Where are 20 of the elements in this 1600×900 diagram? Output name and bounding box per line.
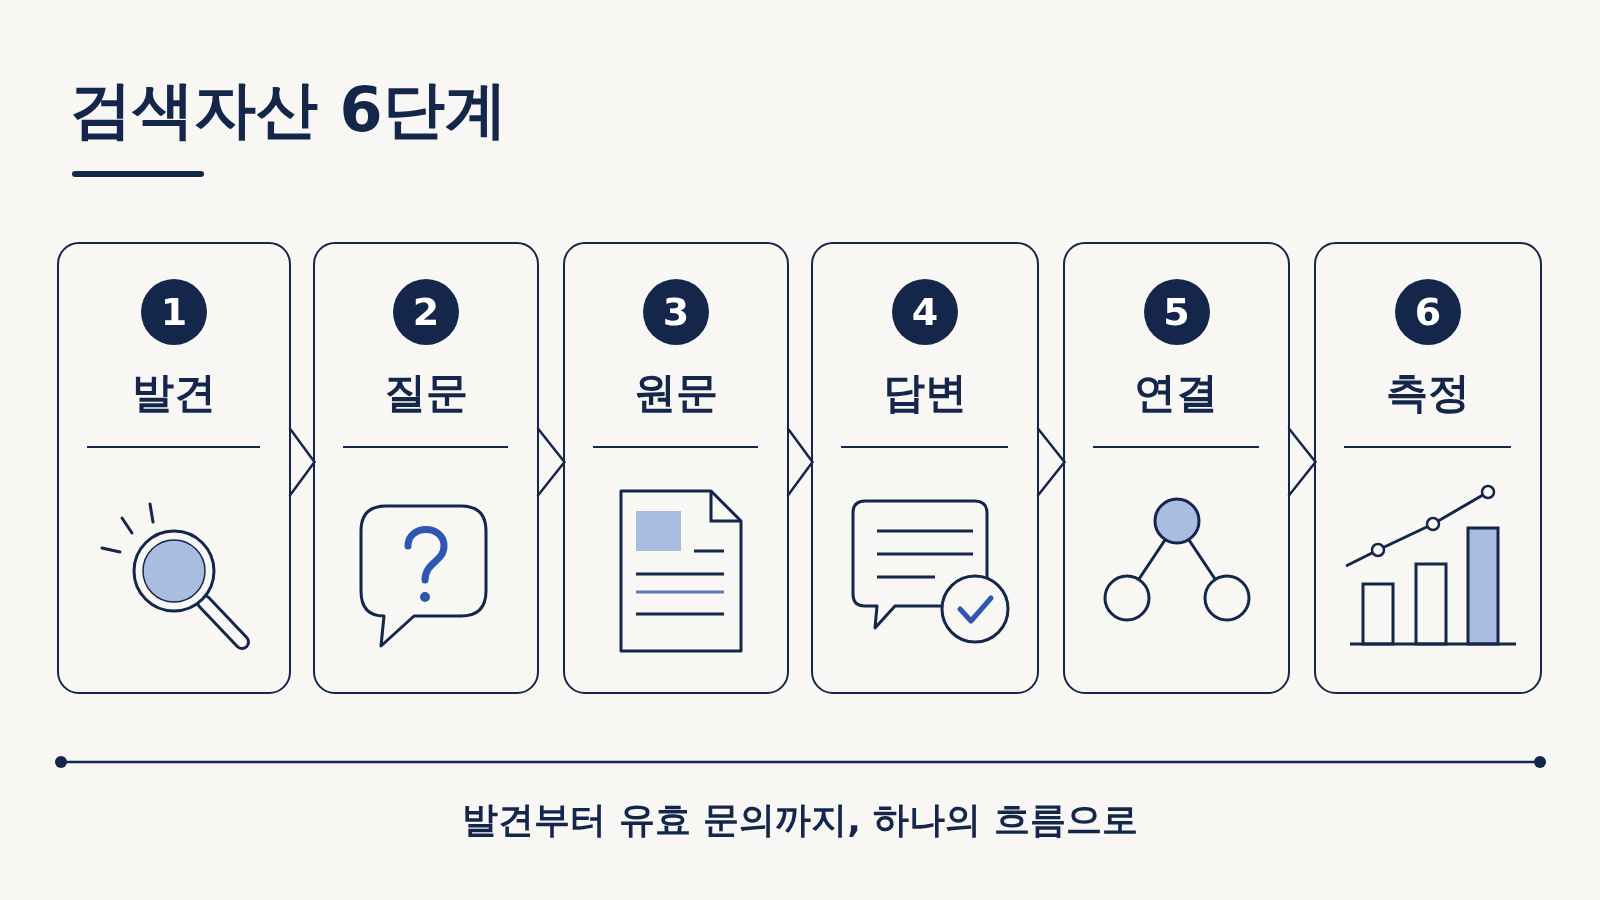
step-title: 발견 <box>130 368 217 418</box>
step-card <box>811 242 1039 694</box>
step-number: 1 <box>141 279 207 345</box>
step-number: 6 <box>1395 279 1461 345</box>
title: 검색자산 6단계 <box>70 72 507 148</box>
step-card <box>563 242 789 694</box>
step-card <box>313 242 539 694</box>
step-title: 질문 <box>382 368 469 418</box>
step-title: 측정 <box>1384 368 1471 418</box>
step-card <box>1314 242 1542 694</box>
step-title: 연결 <box>1133 368 1219 418</box>
caption: 발견부터 유효 문의까지, 하나의 흐름으로 <box>461 798 1139 842</box>
step-number: 4 <box>892 279 958 345</box>
step-card <box>57 242 291 694</box>
step-number: 5 <box>1143 279 1210 345</box>
step-title: 답변 <box>881 368 968 418</box>
step-number: 2 <box>393 279 459 345</box>
step-number: 3 <box>643 279 709 345</box>
step-card <box>1063 242 1290 694</box>
step-title: 원문 <box>632 368 719 418</box>
